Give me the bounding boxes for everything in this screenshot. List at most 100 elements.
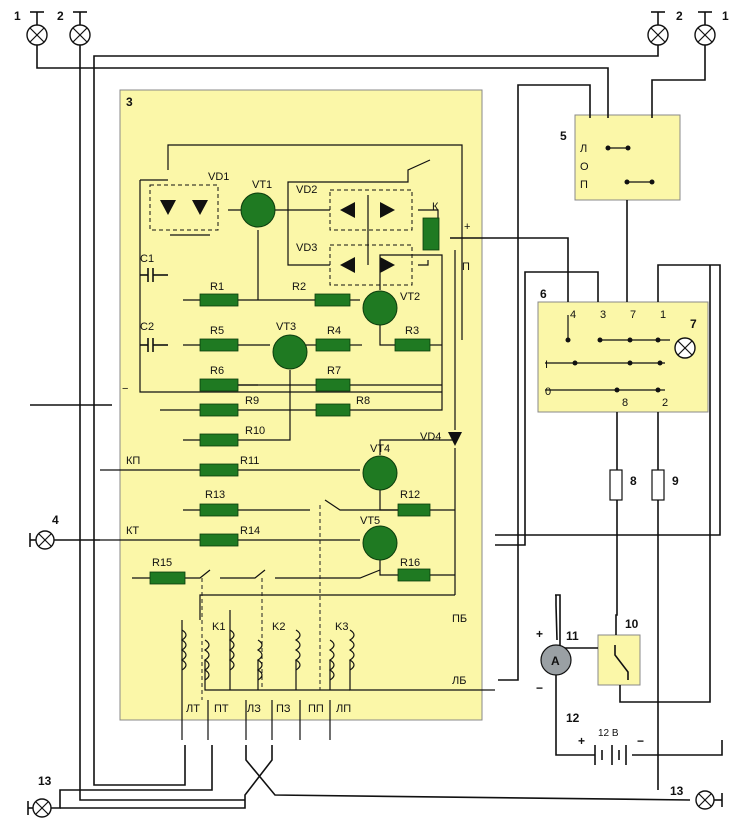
resistor-r10 [199,433,239,447]
relay-k-coil [422,217,440,251]
resistor-r4 [315,338,351,352]
label-k2: K2 [272,621,285,633]
label-switch5: 5 [560,129,567,143]
label-k3: K3 [335,621,348,633]
label-r6: R6 [210,365,224,377]
label-r4: R4 [327,325,341,337]
label-vd3: VD3 [296,242,317,254]
label-r11: R11 [240,455,259,467]
label-lamp7: 7 [690,317,697,331]
label-lz: ЛЗ [247,703,261,715]
resistor-r9 [199,403,239,417]
label-vd2: VD2 [296,184,317,196]
label-r10: R10 [245,425,265,437]
fuse-9 [651,469,665,501]
resistor-r13 [199,503,239,517]
lamp-1-top-right-icon [694,11,716,46]
label-battery12: 12 [566,711,580,725]
label-lamp1-tl: 1 [14,9,21,23]
label-pp: ПП [308,703,324,715]
label-ammeter11: 11 [566,629,579,643]
label-vd4: VD4 [420,431,441,443]
label-kp: КП [126,455,140,467]
label-battery-voltage: 12 В [598,728,619,739]
switch6-pos-0: 0 [545,386,551,398]
label-r7: R7 [327,365,341,377]
label-c2: C2 [140,321,154,333]
lamp-1-top-left-icon [26,11,48,46]
label-k: К [432,201,439,213]
label-lamp2-tl: 2 [57,9,64,23]
vd3-group [329,244,413,286]
label-r16: R16 [400,557,420,569]
vd1-bridge [149,184,219,231]
transistor-vt1 [240,192,276,228]
switch6-pin-2: 2 [662,397,668,409]
transistor-vt4 [362,455,398,491]
label-r14: R14 [240,525,260,537]
label-kt: КТ [126,525,139,537]
transistor-vt5 [362,525,398,561]
resistor-r16 [397,568,431,582]
label-vt3: VT3 [276,321,296,333]
label-pb: ПБ [452,613,467,625]
vd4-diode [448,432,462,446]
vd2-group [329,189,413,231]
switch5-pos-p: П [580,179,588,191]
label-pt: ПТ [214,703,229,715]
label-relay10: 10 [625,617,639,631]
label-k1: K1 [212,621,225,633]
label-c1: C1 [140,253,154,265]
label-vt2: VT2 [400,291,420,303]
label-lamp2-tr: 2 [676,9,683,23]
label-r1: R1 [210,281,224,293]
lamp-7-icon [674,337,696,359]
label-vt5: VT5 [360,515,380,527]
switch5-pos-o: О [580,161,589,173]
relay-10-contact [614,645,629,680]
inner-wires [100,144,495,740]
switch-5-contacts [605,145,655,185]
resistor-r6 [199,378,239,392]
capacitor-c2 [140,338,168,352]
resistor-r14 [199,533,239,547]
label-p-term: П [462,261,470,273]
vd2-diode-a [340,202,355,218]
resistor-r1 [199,293,239,307]
label-fuse9: 9 [672,474,679,488]
label-vt4: VT4 [370,443,390,455]
label-lb: ЛБ [452,675,466,687]
ammeter-11 [540,644,572,676]
resistor-r12 [397,503,431,517]
lamp-13-bottom-left-icon [27,798,52,818]
transistor-vt2 [362,290,398,326]
label-minus-term: − [122,383,128,395]
fuse-8 [609,469,623,501]
switch6-pos-i: I [545,359,548,371]
vd2-diode-b [380,202,395,218]
label-r3: R3 [405,325,419,337]
label-r5: R5 [210,325,224,337]
label-r15: R15 [152,557,172,569]
switch5-pos-l: Л [580,143,587,155]
resistor-r11 [199,463,239,477]
vd3-diode-a [340,257,355,273]
label-r12: R12 [400,489,420,501]
outer-wires [30,45,723,809]
lamp-2-top-left-icon [69,11,91,46]
label-lamp13-br: 13 [670,784,684,798]
battery-plus: + [578,734,585,748]
mechanical-links [201,505,321,700]
switch6-pin-4: 4 [570,309,576,321]
switch6-pin-8: 8 [622,397,628,409]
label-switch6: 6 [540,287,547,301]
label-lp: ЛП [336,703,351,715]
ammeter-symbol: A [551,654,560,668]
label-r2: R2 [292,281,306,293]
label-r13: R13 [205,489,225,501]
resistor-r5 [199,338,239,352]
resistor-r8 [315,403,351,417]
label-r9: R9 [245,395,259,407]
label-lamp1-tr: 1 [722,9,729,23]
